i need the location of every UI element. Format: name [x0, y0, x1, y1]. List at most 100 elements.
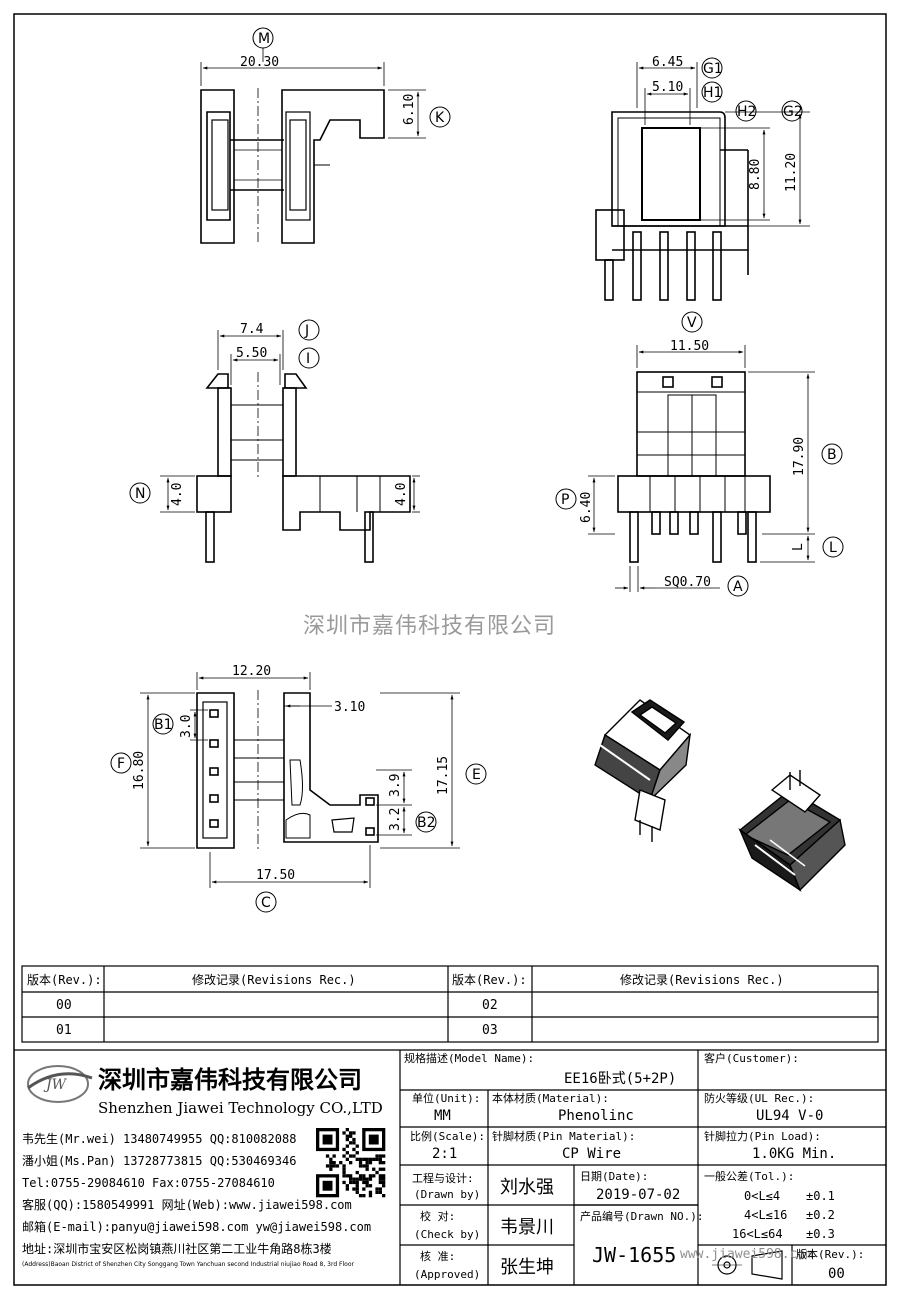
callout-e-circle: [465, 763, 487, 785]
dim-310-label: 3.10: [334, 700, 365, 715]
end-view-dims: [588, 345, 815, 592]
material-value: Phenolinc: [558, 1108, 634, 1124]
material-label: 本体材质(Material):: [492, 1091, 609, 1105]
approved-label-en: (Approved): [414, 1268, 480, 1281]
tol-range-1: 0<L≤4: [744, 1189, 780, 1203]
callout-a-text: A: [733, 579, 743, 595]
sheet-border: [13, 13, 887, 1286]
rev-row-2-col-1: 01: [56, 1023, 72, 1038]
company-logo: JW: [27, 1065, 93, 1103]
contact-line-4: 客服(QQ):1580549991 网址(Web):www.jiawei598.…: [22, 1197, 352, 1212]
rev-header-2: 修改记录(Revisions Rec.): [192, 972, 356, 987]
logo-text: JW: [43, 1077, 68, 1093]
ul-label: 防火等级(UL Rec.):: [704, 1091, 814, 1105]
front-view-dims: [160, 330, 420, 513]
dim-f-label: 16.80: [132, 751, 147, 790]
callout-k-circle: [429, 106, 451, 128]
top-view: [200, 88, 385, 245]
model-value: EE16卧式(5+2P): [564, 1071, 676, 1087]
dim-1220-label: 12.20: [232, 664, 271, 679]
dim-i-label: 5.50: [236, 346, 267, 361]
callout-c-text: C: [261, 895, 271, 911]
callout-k-text: K: [435, 110, 445, 126]
dim-p-label: 6.40: [579, 492, 594, 523]
dim-c-label: 17.50: [256, 868, 295, 883]
contact-line-3: Tel:0755-29084610 Fax:0755-27084610: [22, 1176, 275, 1190]
contact-line-2: 潘小姐(Ms.Pan) 13728773815 QQ:530469346: [22, 1154, 296, 1168]
model-label: 规格描述(Model Name):: [404, 1051, 534, 1065]
drawn-value: 刘水强: [500, 1177, 554, 1198]
callout-l-text: L: [829, 540, 837, 556]
callout-f-text: F: [117, 756, 125, 772]
dim-b1-label: 3.0: [179, 715, 194, 738]
dim-m-label: 20.30: [240, 55, 279, 70]
tol-range-2: 4<L≤16: [744, 1208, 787, 1222]
watermark-text: 深圳市嘉伟科技有限公司: [303, 614, 556, 639]
callout-p-text: P: [561, 492, 569, 508]
callout-v-text: V: [687, 315, 697, 331]
callout-i-circle: [298, 347, 320, 369]
callout-j-circle: [298, 319, 320, 341]
pin-material-label: 针脚材质(Pin Material):: [492, 1129, 635, 1143]
contact-line-1: 韦先生(Mr.wei) 13480749955 QQ:810082088: [22, 1132, 296, 1146]
title-block-grid: [14, 1049, 886, 1285]
tol-label: 一般公差(Tol.):: [704, 1169, 794, 1183]
dim-a-label: SQ0.70: [664, 575, 711, 590]
callout-b-circle: [821, 443, 843, 465]
customer-label: 客户(Customer):: [704, 1051, 799, 1065]
dim-k-label: 6.10: [402, 94, 417, 125]
check-label-en: (Check by): [414, 1228, 480, 1241]
callout-n-text: N: [135, 486, 145, 502]
rev-row-1-col-3: 02: [482, 998, 498, 1013]
unit-value: MM: [434, 1108, 451, 1124]
isometric-view-2: [738, 770, 846, 892]
drawn-no-label: 产品编号(Drawn NO.):: [580, 1209, 703, 1223]
callout-p-circle: [555, 488, 577, 510]
front-view: [196, 372, 411, 563]
callout-v-circle: [681, 311, 703, 333]
address-en: (Address)Baoan District of Shenzhen City…: [22, 1261, 355, 1268]
callout-h1-text: H1: [703, 85, 722, 101]
drawn-label-en: (Drawn by): [414, 1188, 480, 1201]
tol-value-1: ±0.1: [806, 1189, 835, 1203]
dim-g2-label: 11.20: [784, 153, 799, 192]
dim-b-label: 17.90: [792, 437, 807, 476]
bottom-view: [196, 690, 379, 850]
callout-l-circle: [822, 536, 844, 558]
dim-n-left-label: 4.0: [170, 483, 185, 506]
callout-b-text: B: [827, 447, 837, 463]
date-label: 日期(Date):: [580, 1170, 648, 1183]
top-view-dims: [200, 62, 426, 139]
dim-h2-label: 8.80: [748, 159, 763, 190]
callout-g1-circle: [701, 57, 723, 79]
callout-i-text: I: [306, 351, 310, 367]
rev-header-3: 版本(Rev.):: [452, 973, 527, 987]
tol-value-2: ±0.2: [806, 1208, 835, 1222]
scale-label: 比例(Scale):: [410, 1129, 485, 1143]
callout-g2-text: G2: [783, 104, 803, 120]
rev-header-4: 修改记录(Revisions Rec.): [620, 972, 784, 987]
company-name-cn: 深圳市嘉伟科技有限公司: [98, 1065, 362, 1094]
rev-row-1-col-1: 00: [56, 998, 72, 1013]
callout-c-circle: [255, 891, 277, 913]
callout-b1-circle: [152, 713, 174, 735]
callout-h2-circle: [735, 100, 757, 122]
side-view: [595, 111, 749, 301]
callout-g2-circle: [781, 100, 803, 122]
dim-n-right-label: 4.0: [394, 483, 409, 506]
callout-h2-text: H2: [737, 104, 756, 120]
isometric-view-1: [594, 699, 692, 842]
callout-b2-text: B2: [417, 815, 436, 831]
callout-f-circle: [110, 752, 132, 774]
dim-v-label: 11.50: [670, 339, 709, 354]
bottom-view-dims: [140, 672, 460, 888]
dim-g1-label: 6.45: [652, 55, 683, 70]
rev-value: 00: [828, 1266, 845, 1282]
pin-material-value: CP Wire: [562, 1146, 621, 1162]
address-cn: 地址:深圳市宝安区松岗镇燕川社区第二工业牛角路8栋3楼: [22, 1241, 332, 1256]
callout-n-circle: [129, 482, 151, 504]
tol-range-3: 16<L≤64: [732, 1227, 783, 1241]
company-name-en: Shenzhen Jiawei Technology CO.,LTD: [98, 1099, 383, 1117]
approved-label: 核 准:: [420, 1249, 455, 1263]
